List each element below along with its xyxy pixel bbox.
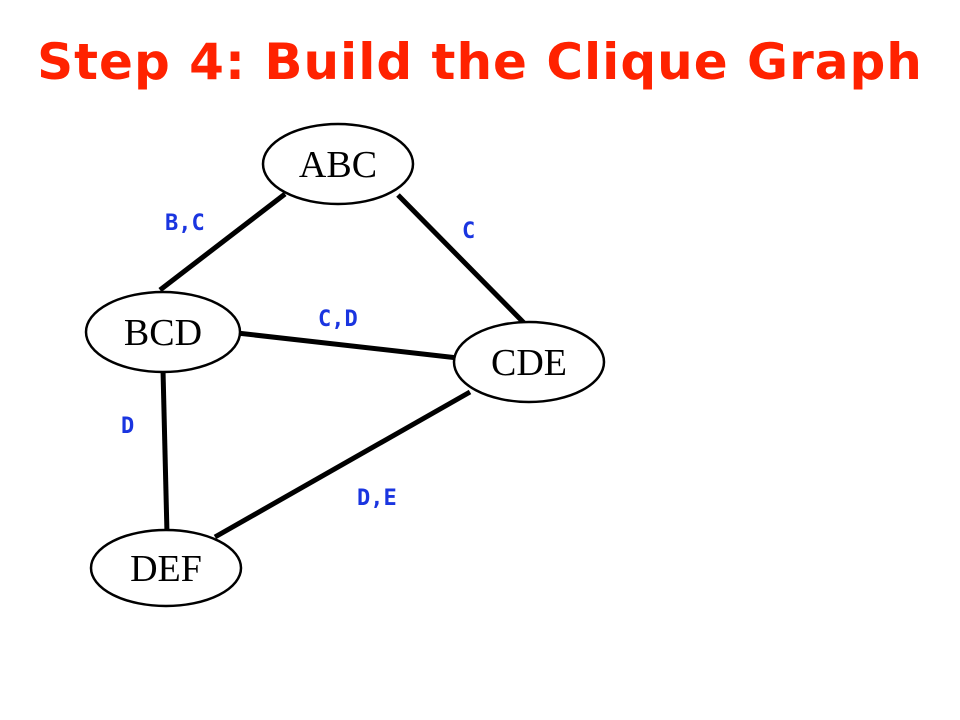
node-label: ABC: [299, 144, 377, 186]
node-def: DEF: [89, 528, 243, 608]
edge-cde-def: [213, 389, 472, 540]
page-title: Step 4: Build the Clique Graph: [37, 33, 923, 91]
node-label: DEF: [130, 548, 202, 590]
edge-bcd-def: [160, 369, 170, 535]
edge-abc-cde: [396, 193, 529, 328]
node-label: BCD: [124, 312, 202, 354]
edge-label-abc-bcd: B,C: [165, 211, 205, 236]
node-bcd: BCD: [84, 290, 242, 374]
edge-abc-bcd: [158, 192, 287, 292]
edge-bcd-cde: [236, 330, 459, 361]
node-cde: CDE: [452, 320, 606, 404]
edge-label-bcd-def: D: [121, 414, 134, 439]
node-label: CDE: [491, 342, 567, 384]
edge-label-cde-def: D,E: [357, 486, 397, 511]
edge-label-bcd-cde: C,D: [318, 307, 358, 332]
node-abc: ABC: [261, 122, 415, 206]
edge-label-abc-cde: C: [462, 219, 475, 244]
